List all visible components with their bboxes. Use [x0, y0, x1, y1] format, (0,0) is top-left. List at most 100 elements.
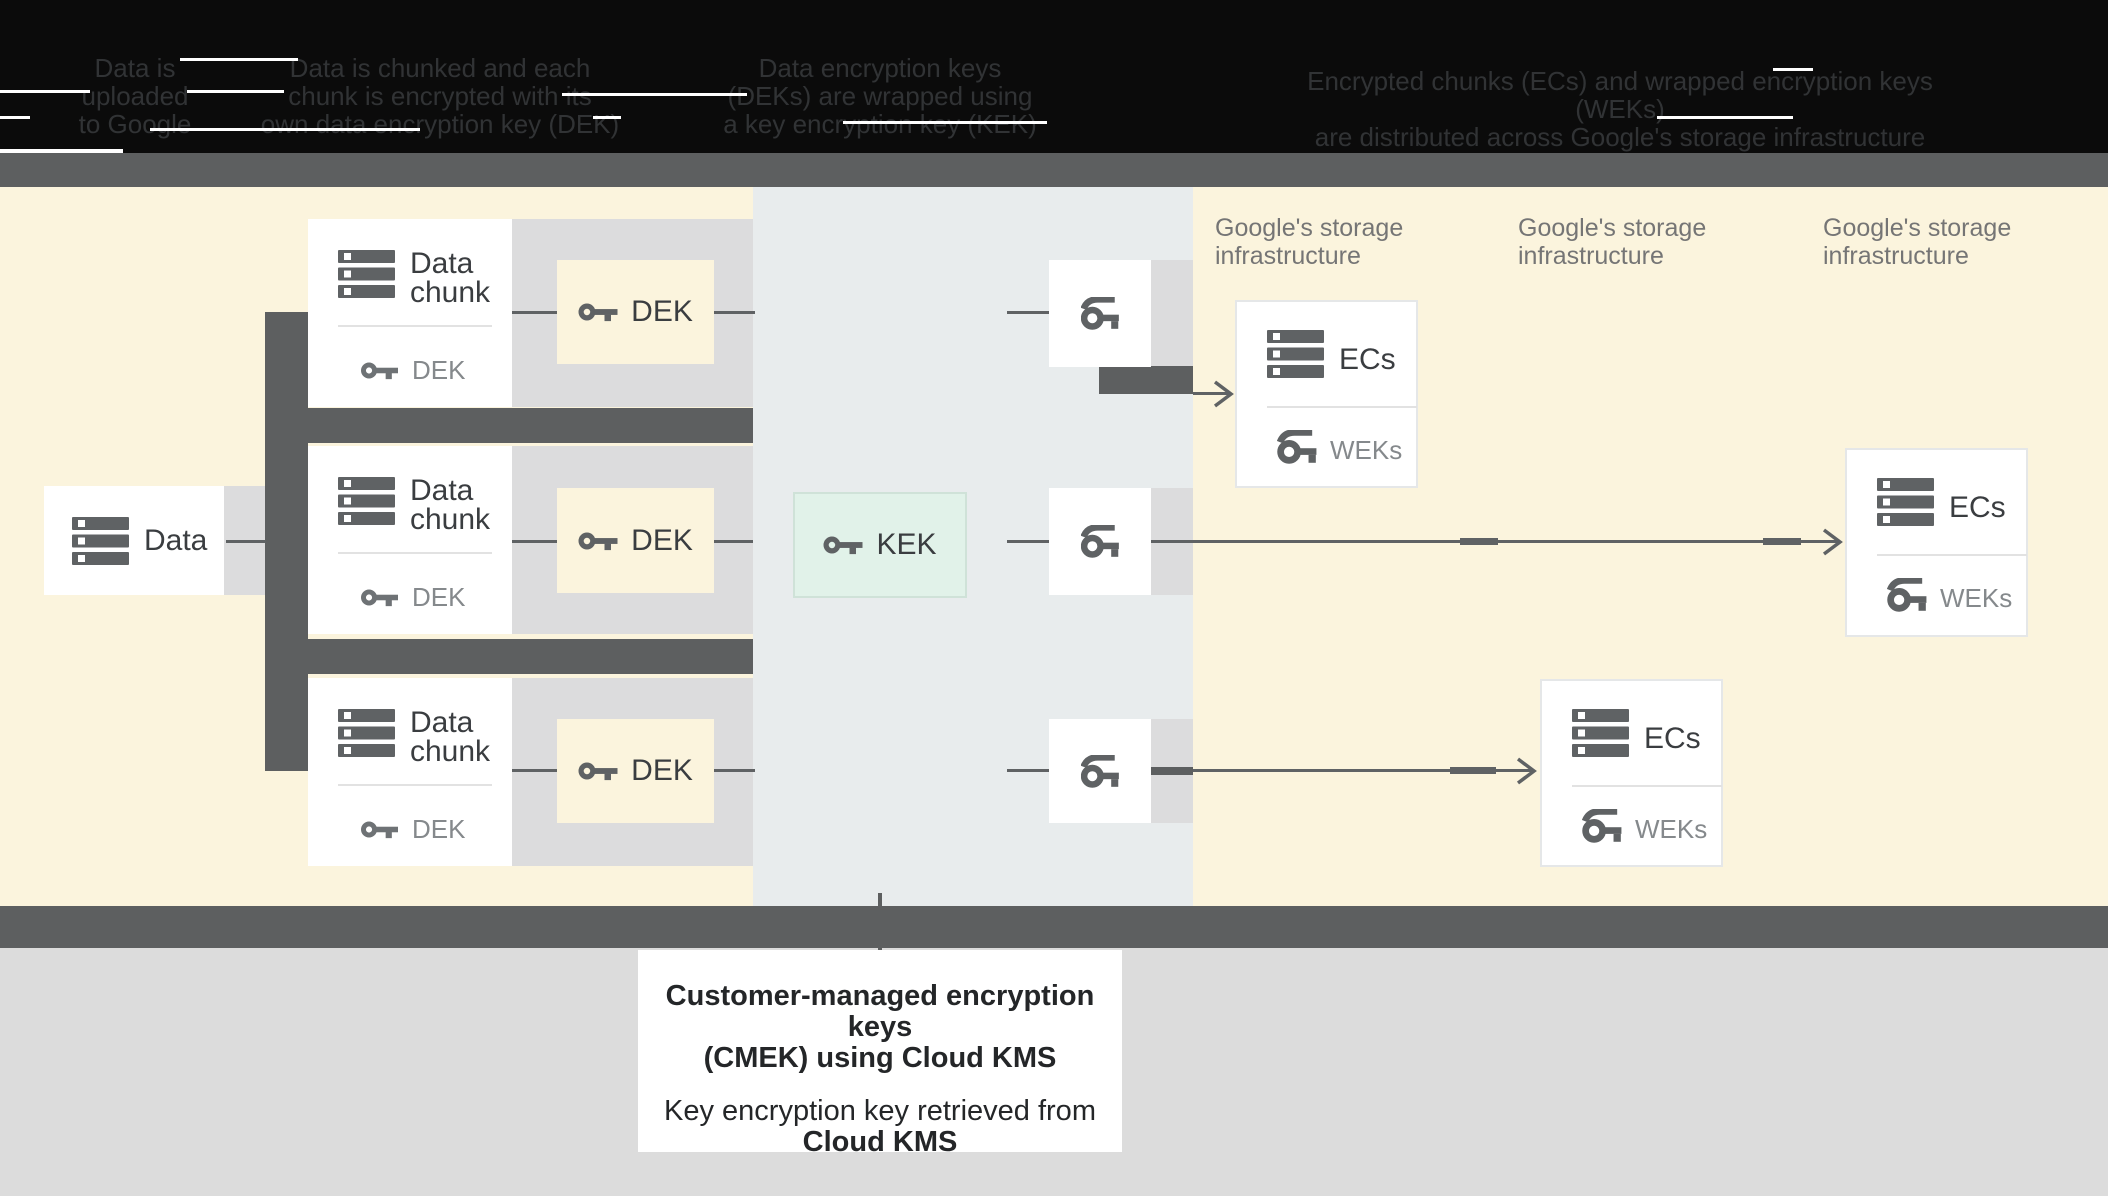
database-icon: [72, 517, 129, 565]
key-icon: [578, 299, 618, 325]
key-icon: [361, 817, 398, 842]
arrowhead-icon: [1212, 379, 1234, 409]
header-step-line: a key encryption key (KEK): [723, 109, 1037, 139]
key-icon: [578, 528, 618, 554]
arrow-thick-segment: [1763, 538, 1801, 545]
header-step-line: Data is: [94, 53, 176, 83]
header-step-3: Data encryption keys (DEKs) are wrapped …: [690, 54, 1070, 138]
ecs-box-label: ECs: [1644, 722, 1701, 755]
divider: [338, 784, 492, 786]
dek-box-label: DEK: [631, 295, 693, 328]
connector-to-wrapped-key3: [1007, 769, 1049, 772]
data-chunk-label: Data chunk: [410, 474, 491, 536]
wrapped-key-bar: [1099, 366, 1193, 394]
artifact-line: [1773, 68, 1813, 71]
dek-box-1: DEK: [557, 260, 714, 364]
header-step-2: Data is chunked and each chunk is encryp…: [250, 54, 630, 138]
header-step-line: are distributed across Google's storage …: [1314, 122, 1926, 152]
ecs-box-1: ECs WEKs: [1235, 300, 1418, 488]
wrapped-key-box-2: [1049, 488, 1151, 595]
divider: [338, 552, 492, 554]
header-step-line: own data encryption key (DEK): [260, 109, 620, 139]
storage-label-1: Google's storage infrastructure: [1215, 214, 1404, 270]
artifact-line: [562, 93, 747, 96]
cmek-info-title-line: (CMEK) using Cloud KMS: [703, 1042, 1057, 1074]
header-step-line: Data is chunked and each: [289, 53, 591, 83]
dek-sublabel: DEK: [412, 814, 466, 844]
database-icon: [338, 709, 395, 757]
key-icon: [361, 358, 398, 383]
database-icon: [1877, 478, 1934, 526]
separator-band-top: [0, 153, 2108, 187]
ecs-box-3: ECs WEKs: [1540, 679, 1723, 867]
wrapped-key-box-1: [1049, 260, 1151, 367]
wrapped-key-icon: [1081, 755, 1119, 788]
cmek-info-box: Customer-managed encryption keys (CMEK) …: [638, 950, 1122, 1158]
header-step-line: chunk is encrypted with its: [288, 81, 592, 111]
key-icon: [578, 758, 618, 784]
separator-band-bottom: [0, 906, 2108, 948]
header-step-4: Encrypted chunks (ECs) and wrapped encry…: [1280, 67, 1960, 151]
dek-box-2: DEK: [557, 488, 714, 593]
key-icon: [361, 585, 398, 610]
connector-data-to-pipe: [226, 540, 266, 543]
weks-sublabel: WEKs: [1635, 814, 1708, 844]
data-box-label: Data: [144, 523, 208, 557]
wrapped-key-box-3: [1049, 719, 1151, 823]
connector-dek2-to-kek: [714, 540, 753, 543]
data-box: Data: [44, 486, 224, 595]
header-step-line: Encrypted chunks (ECs) and wrapped encry…: [1307, 66, 1933, 124]
dek-box-label: DEK: [631, 754, 693, 787]
data-chunk-label: Data chunk: [410, 247, 491, 309]
cmek-info-title-line: Customer-managed encryption keys: [665, 980, 1095, 1043]
artifact-line: [180, 58, 298, 61]
storage-label-3: Google's storage infrastructure: [1823, 214, 2012, 270]
wrapped-key-icon: [1582, 809, 1622, 843]
connector-dek1-out: [714, 311, 755, 314]
artifact-line: [843, 121, 1047, 124]
ecs-box-label: ECs: [1339, 343, 1396, 376]
connector-chunk2-to-dek2: [512, 540, 557, 543]
weks-sublabel: WEKs: [1330, 435, 1403, 465]
key-icon: [823, 532, 863, 558]
weks-sublabel: WEKs: [1940, 583, 2013, 613]
header-steps-bar: Data is uploaded to Google Data is chunk…: [0, 0, 2108, 153]
artifact-line: [0, 90, 90, 93]
data-chunk-box-3: Data chunk DEK: [308, 678, 512, 866]
header-step-1: Data is uploaded to Google: [30, 54, 240, 138]
arrow-to-ecs3: [1193, 769, 1533, 772]
cmek-info-body-line: Key encryption key retrieved from: [664, 1095, 1096, 1127]
artifact-line: [0, 116, 30, 119]
connector-kek-to-wrapped-key2: [1007, 540, 1049, 543]
artifact-line: [150, 128, 420, 131]
database-icon: [1267, 330, 1324, 378]
cmek-info-body-line: Cloud KMS: [802, 1126, 958, 1158]
wrapped-key-icon: [1887, 578, 1927, 612]
wrapped-key-bar: [1151, 767, 1193, 775]
artifact-line: [0, 149, 123, 153]
header-step-line: uploaded: [81, 81, 189, 111]
data-chunk-box-1: Data chunk DEK: [308, 219, 512, 407]
database-icon: [338, 250, 395, 298]
artifact-line: [187, 90, 284, 93]
header-step-line: to Google: [78, 109, 192, 139]
connector-to-wrapped-key1: [1007, 311, 1049, 314]
database-icon: [338, 477, 395, 525]
ecs-box-label: ECs: [1949, 491, 2006, 524]
dek-sublabel: DEK: [412, 582, 466, 612]
divider: [338, 325, 492, 327]
connector-chunk1-to-dek1: [512, 311, 557, 314]
dek-box-3: DEK: [557, 719, 714, 823]
storage-label-2: Google's storage infrastructure: [1518, 214, 1707, 270]
kek-box: KEK: [793, 492, 967, 598]
wrapped-key-icon: [1081, 297, 1119, 330]
spacer: [638, 1074, 1122, 1096]
header-step-line: (DEKs) are wrapped using: [727, 81, 1033, 111]
fanout-band: [306, 639, 753, 674]
divider: [1267, 406, 1417, 408]
dek-box-label: DEK: [631, 523, 693, 557]
fanout-pipe: [265, 312, 308, 771]
arrowhead-icon: [1515, 756, 1537, 786]
data-chunk-box-2: Data chunk DEK: [308, 446, 512, 634]
